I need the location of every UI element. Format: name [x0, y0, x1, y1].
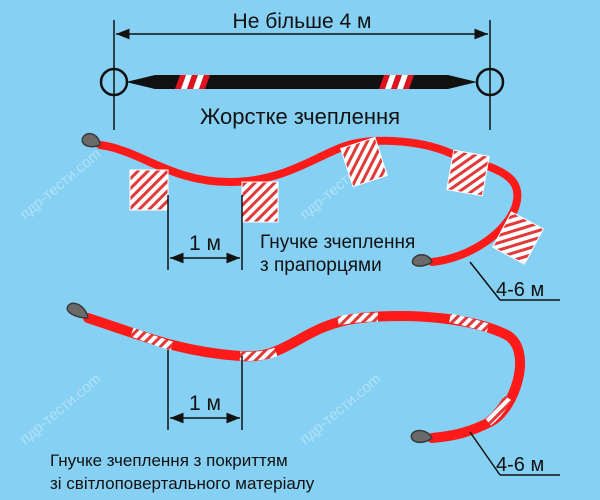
eye-loop-left: [66, 302, 89, 319]
flex-flags-length-label: 4-6 м: [496, 279, 544, 301]
flag-marker: [492, 211, 544, 265]
watermark: пдр-тести.com: [17, 145, 105, 223]
flex-flags-caption-line2: з прапорцями: [260, 255, 382, 276]
reflective-segment: [485, 395, 512, 426]
watermark: пдр-тести.com: [17, 370, 105, 448]
rigid-hitch-ring-left: [99, 67, 129, 97]
eye-loop-right: [411, 254, 433, 267]
rigid-coupling: Не більше 4 м Жорстке зчеплення: [99, 10, 505, 130]
eye-loop-right: [410, 429, 433, 444]
flag-marker: [340, 136, 388, 188]
flex-flags-rope: [96, 136, 522, 266]
flex-reflective-caption-line1: Гнучке зчеплення з покриттям: [50, 451, 288, 470]
flex-reflective-rope: [83, 310, 525, 443]
reflective-segment: [130, 327, 174, 351]
rigid-bar-stripes-left: [175, 75, 210, 89]
rigid-bar-stripes-right: [379, 75, 414, 89]
reflective-spacing-label: 1 м: [189, 392, 221, 415]
flex-reflective-length-label: 4-6 м: [496, 454, 544, 476]
flag-marker: [446, 149, 490, 197]
flex-flags-length-leader: [469, 261, 501, 301]
rigid-hitch-ring-right: [475, 67, 505, 97]
flag-marker: [241, 181, 279, 223]
watermark: пдр-тести.com: [297, 370, 385, 448]
rigid-max-length-label: Не більше 4 м: [233, 10, 372, 33]
reflective-segment: [337, 312, 379, 326]
rigid-caption: Жорстке зчеплення: [200, 104, 400, 129]
reflective-segment: [449, 313, 490, 333]
flag-marker: [129, 169, 169, 211]
flex-reflective-coupling: 1 м Гнучке зчеплення з покриттям зі світ…: [50, 302, 560, 493]
flag-spacing-label: 1 м: [189, 232, 221, 255]
flex-reflective-caption-line2: зі світлоповертального матеріалу: [50, 474, 315, 493]
flex-flags-caption-line1: Гнучке зчеплення: [260, 232, 415, 253]
flex-reflective-length-leader: [469, 431, 501, 476]
flex-flags-coupling: 1 м Гнучке зчеплення з прапорцями 4-6 м: [81, 132, 560, 301]
reflective-segments: [130, 312, 512, 426]
eye-loop-left: [81, 132, 101, 148]
reflective-segment: [239, 347, 278, 361]
